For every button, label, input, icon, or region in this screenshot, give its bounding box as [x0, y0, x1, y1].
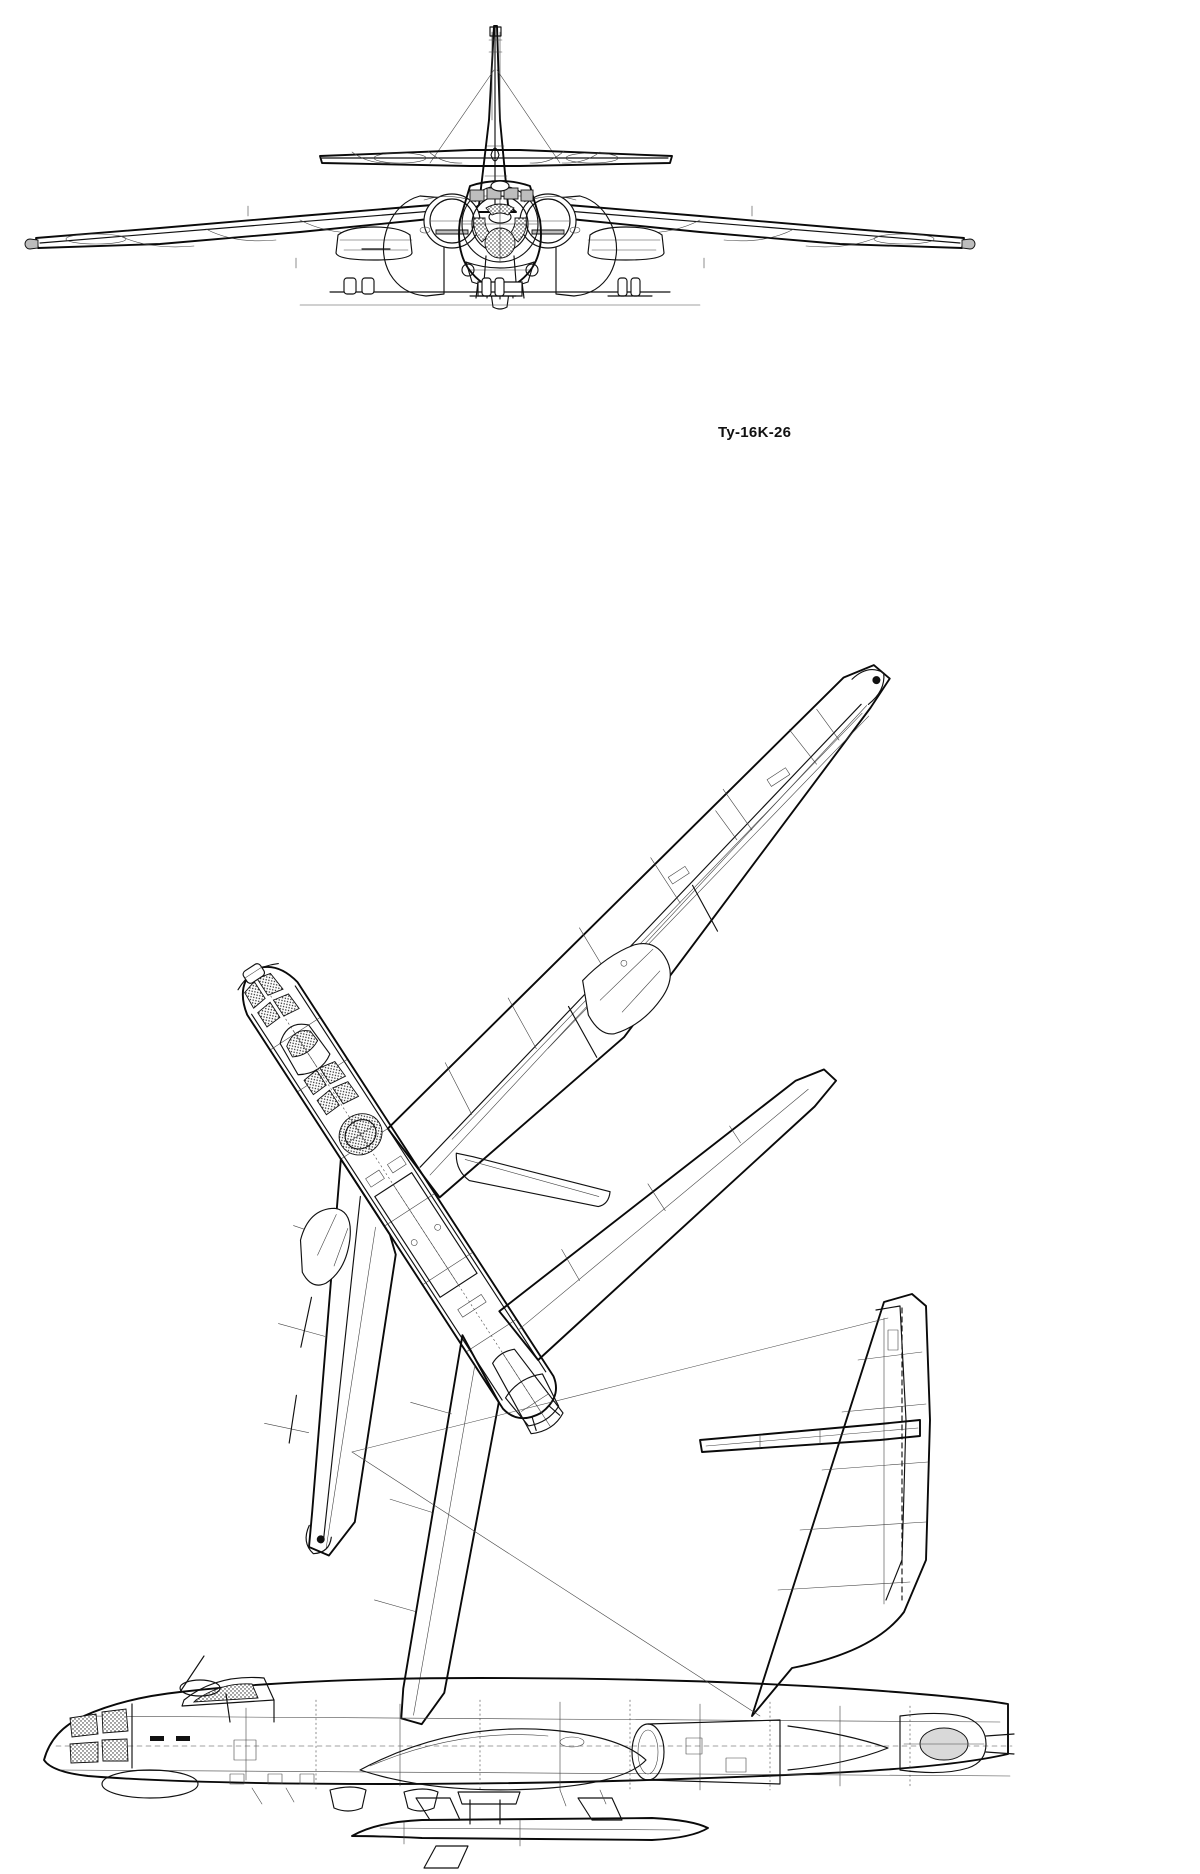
plan-fuselage — [237, 962, 557, 1420]
plan-right-wing — [386, 664, 891, 1199]
front-gear-pods — [335, 226, 665, 261]
side-view — [43, 1293, 1015, 1869]
side-fuselage — [43, 1655, 1013, 1799]
side-antenna-cable — [351, 1317, 889, 1717]
side-underwing-missile — [351, 1791, 709, 1869]
front-horizontal-tailplane — [319, 149, 673, 167]
front-antenna-wires — [429, 69, 561, 164]
plan-left-wing — [264, 1158, 397, 1557]
drawing-caption: Ty-16K-26 — [718, 424, 792, 441]
front-fuselage-nose — [458, 180, 542, 289]
side-gear-fairings — [251, 1786, 607, 1812]
side-vertical-fin — [699, 1293, 931, 1717]
plan-tailplane — [374, 1068, 838, 1726]
plan-underwing-missile — [455, 1152, 611, 1208]
front-ground-and-wheels — [299, 277, 701, 306]
side-tail-turret — [899, 1712, 1015, 1774]
plan-view — [237, 664, 891, 1726]
front-view — [24, 25, 976, 310]
